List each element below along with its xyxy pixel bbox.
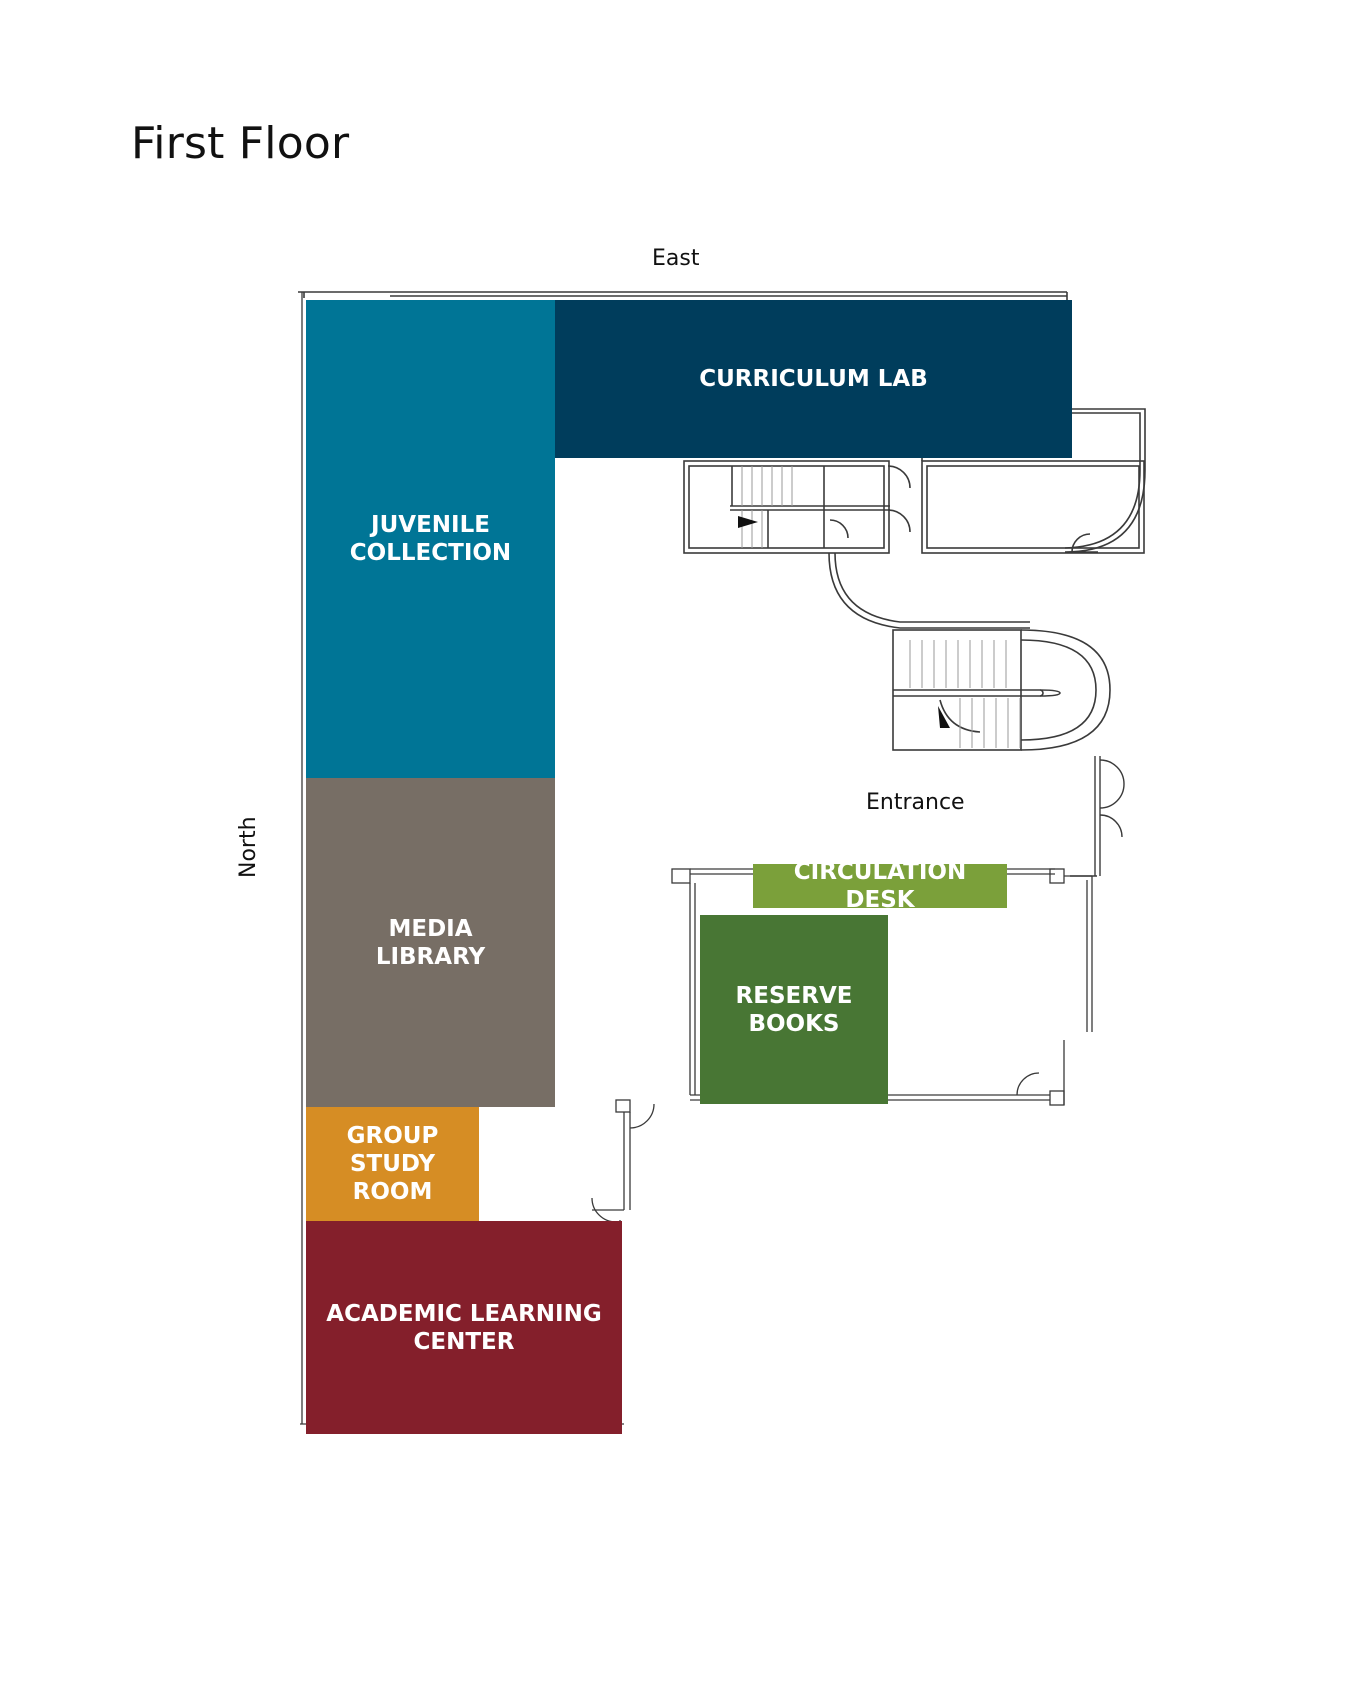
- zone-juvenile-collection-label-1: JUVENILE: [371, 512, 490, 538]
- zone-group-study-room[interactable]: GROUP STUDY ROOM: [306, 1107, 479, 1221]
- compass-east-label: East: [652, 246, 700, 271]
- zone-group-study-room-label-1: GROUP: [346, 1123, 439, 1149]
- zone-reserve-books-label-1: RESERVE: [735, 982, 853, 1009]
- entrance-label: Entrance: [866, 790, 965, 815]
- zone-group-study-room-label-3: ROOM: [352, 1179, 433, 1205]
- zone-reserve-books-label-2: BOOKS: [748, 1010, 840, 1037]
- page-title: First Floor: [131, 118, 350, 169]
- zone-curriculum-lab-label: CURRICULUM LAB: [699, 366, 928, 392]
- stair-treads: [741, 466, 1021, 748]
- zone-curriculum-lab[interactable]: CURRICULUM LAB: [555, 300, 1072, 458]
- zone-juvenile-collection-label-2: COLLECTION: [349, 540, 512, 566]
- zone-media-library-label-1: MEDIA: [388, 915, 473, 942]
- stair-arrows: [738, 516, 950, 728]
- entrance-walls: [1070, 756, 1125, 877]
- zone-circulation-desk-label: CIRCULATION DESK: [793, 859, 967, 913]
- zone-reserve-books[interactable]: RESERVE BOOKS: [700, 915, 888, 1104]
- zone-media-library-label-2: LIBRARY: [375, 943, 486, 970]
- zone-juvenile-collection[interactable]: JUVENILE COLLECTION: [306, 300, 555, 778]
- zone-media-library[interactable]: MEDIA LIBRARY: [306, 778, 555, 1107]
- zone-circulation-desk[interactable]: CIRCULATION DESK: [753, 859, 1007, 913]
- zone-academic-learning-center[interactable]: ACADEMIC LEARNING CENTER: [306, 1221, 622, 1434]
- zone-academic-learning-center-label-2: CENTER: [413, 1328, 515, 1355]
- zone-group-study-room-label-2: STUDY: [349, 1151, 435, 1177]
- zone-academic-learning-center-label-1: ACADEMIC LEARNING: [326, 1300, 602, 1327]
- wall-outlines: [298, 291, 1146, 751]
